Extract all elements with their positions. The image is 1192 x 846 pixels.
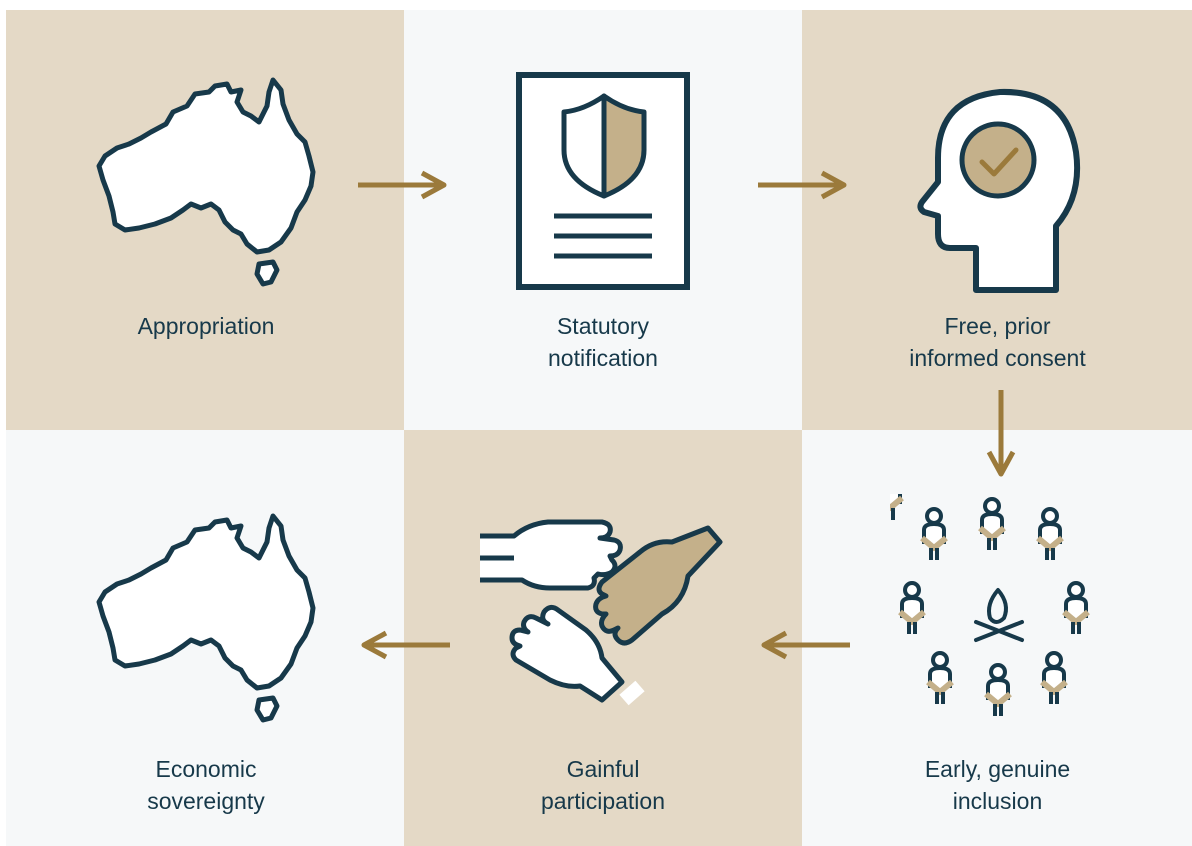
step-label: Gainful participation bbox=[404, 753, 802, 817]
step-label-line: Statutory bbox=[556, 313, 650, 339]
step-label: Statutory notification bbox=[404, 310, 802, 374]
step-label-line: participation bbox=[540, 788, 666, 814]
people-circle-campfire-icon bbox=[890, 494, 1110, 724]
australia-map-icon bbox=[96, 513, 316, 723]
step-label-line: Economic bbox=[155, 756, 257, 782]
head-check-icon bbox=[917, 88, 1081, 293]
step-label: Early, genuine inclusion bbox=[802, 753, 1192, 817]
step-label: Free, prior informed consent bbox=[802, 310, 1192, 374]
step-participation: Gainful participation bbox=[404, 430, 802, 846]
person-icon bbox=[890, 494, 904, 520]
arrow-down-icon bbox=[986, 390, 1016, 477]
three-hands-icon bbox=[480, 519, 723, 706]
arrow-left-icon bbox=[761, 630, 850, 660]
process-diagram: Appropriation Statutory notification Fre… bbox=[6, 10, 1192, 846]
step-appropriation: Appropriation bbox=[6, 10, 406, 430]
step-label-line: Early, genuine bbox=[924, 756, 1071, 782]
arrow-left-icon bbox=[361, 630, 450, 660]
step-label-line: inclusion bbox=[952, 788, 1043, 814]
step-sovereignty: Economic sovereignty bbox=[6, 430, 406, 846]
step-label-line: Gainful bbox=[566, 756, 640, 782]
campfire-icon bbox=[974, 588, 1024, 642]
arrow-right-icon bbox=[758, 170, 847, 200]
step-label-line: Free, prior bbox=[944, 313, 1051, 339]
step-label: Appropriation bbox=[6, 310, 406, 342]
step-label-line: sovereignty bbox=[147, 788, 265, 814]
step-label-line: notification bbox=[548, 345, 658, 371]
step-inclusion: Early, genuine inclusion bbox=[802, 430, 1192, 846]
step-label-line: Appropriation bbox=[137, 313, 275, 339]
arrow-right-icon bbox=[358, 170, 447, 200]
step-label-line: informed consent bbox=[909, 345, 1086, 371]
australia-map-icon bbox=[96, 77, 316, 287]
shield-document-icon bbox=[516, 72, 690, 290]
step-label: Economic sovereignty bbox=[6, 753, 406, 817]
step-consent: Free, prior informed consent bbox=[802, 10, 1192, 430]
step-statutory: Statutory notification bbox=[404, 10, 802, 430]
